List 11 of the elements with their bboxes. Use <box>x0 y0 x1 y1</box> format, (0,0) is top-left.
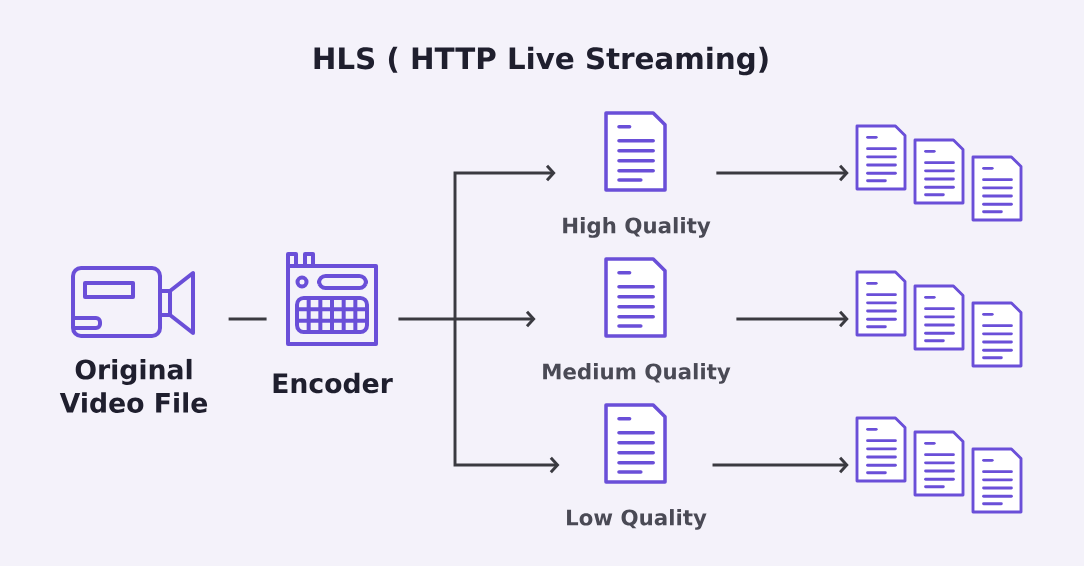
node-label: High Quality <box>563 217 711 238</box>
node-label: Encoder <box>273 372 393 394</box>
node-label: Low Quality <box>567 509 707 530</box>
connector-line <box>228 317 267 321</box>
arrow <box>712 456 849 474</box>
arrow <box>716 164 849 182</box>
arrow <box>398 164 560 474</box>
node-label: Medium Quality <box>543 363 731 384</box>
arrow <box>736 310 849 328</box>
node-label: Original Video File <box>59 358 208 413</box>
title: HLS ( HTTP Live Streaming) <box>314 46 768 76</box>
